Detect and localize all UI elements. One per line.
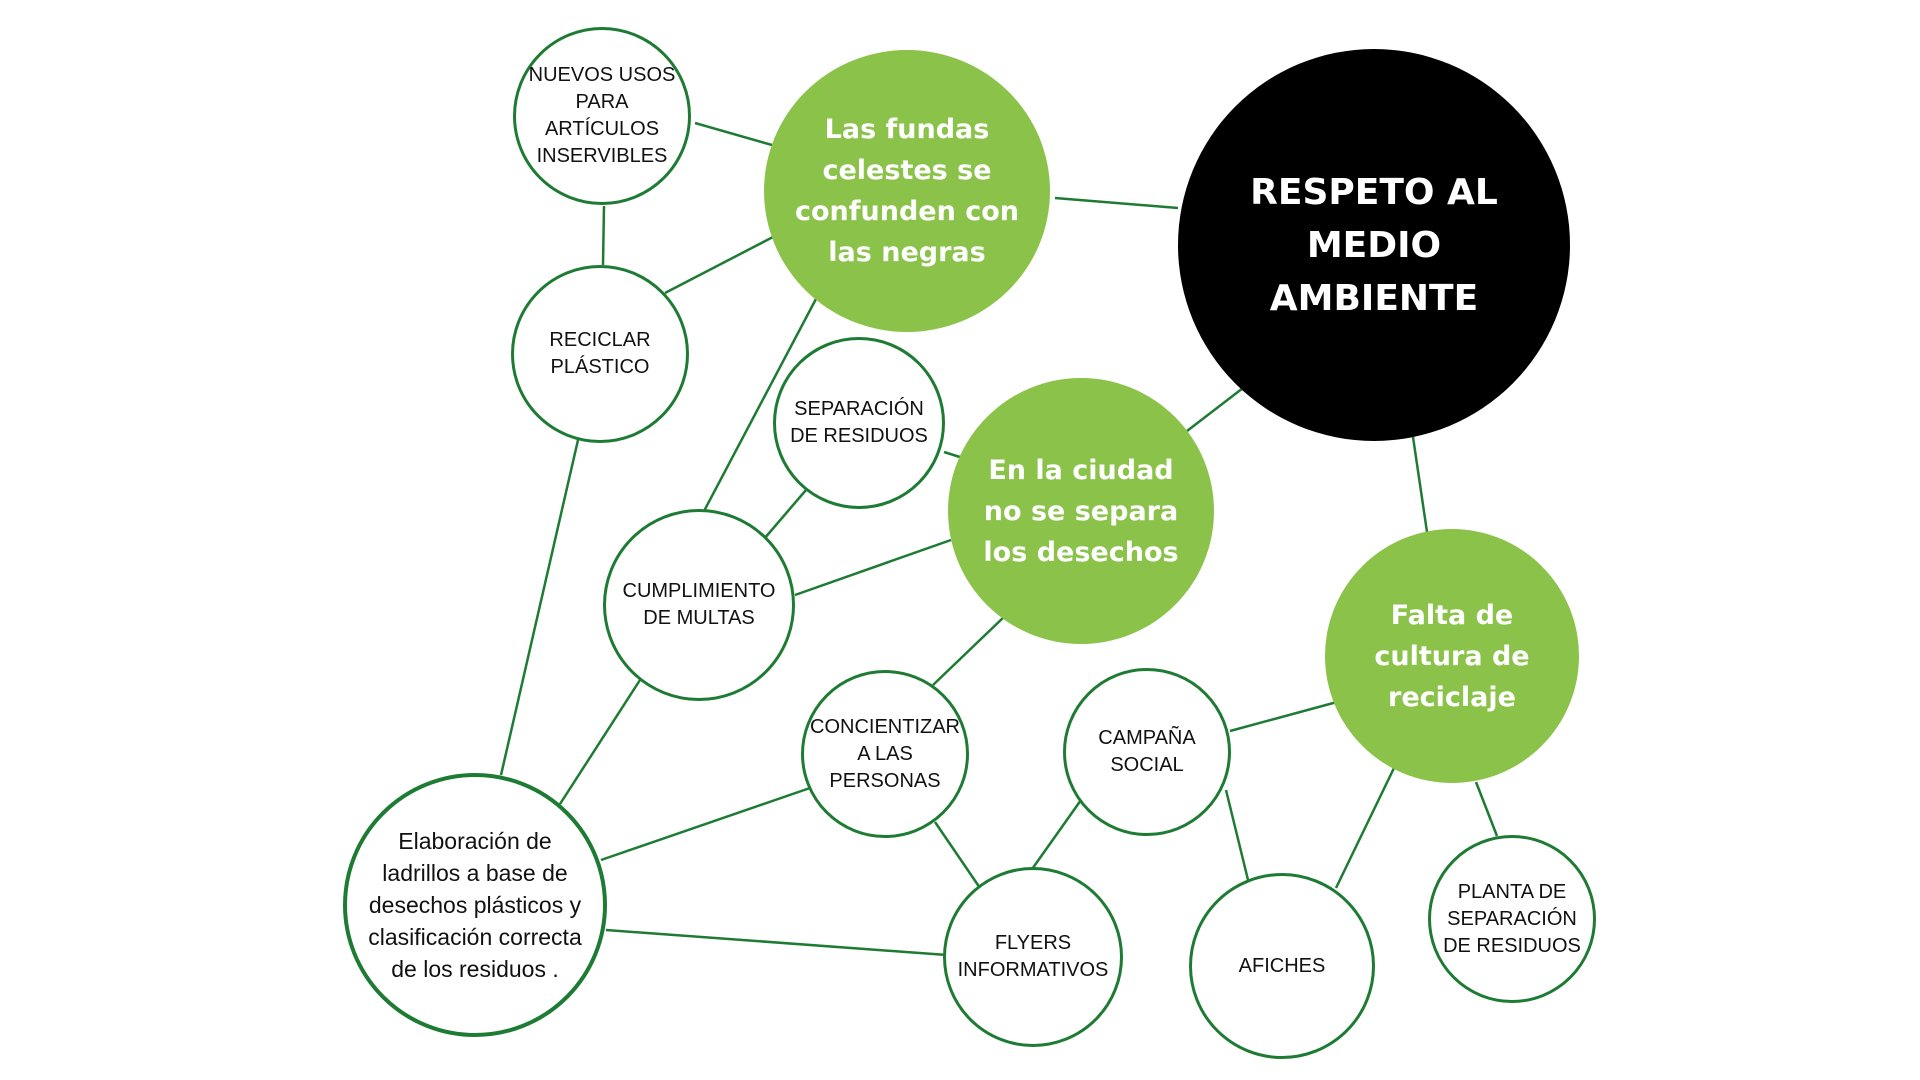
link-campana-cultura — [1229, 700, 1338, 733]
cause-node-cultura: Falta de cultura de reciclaje — [1325, 529, 1579, 783]
link-main-ciudad — [1186, 387, 1244, 432]
cause-label-fundas: Las fundas celestes se confunden con las… — [794, 114, 1019, 268]
label-campana-social: CAMPAÑA SOCIAL — [1098, 727, 1196, 776]
label-concientizar: CONCIENTIZAR A LAS PERSONAS — [810, 715, 960, 792]
node-afiches: AFICHES — [1189, 873, 1375, 1059]
label-separacion-residuos: SEPARACIÓN DE RESIDUOS — [790, 398, 928, 447]
cause-node-ciudad: En la ciudad no se separa los desechos — [948, 378, 1214, 644]
node-nuevos-usos: NUEVOS USOS PARA ARTÍCULOS INSERVIBLES — [513, 27, 691, 205]
node-separacion-residuos: SEPARACIÓN DE RESIDUOS — [773, 337, 945, 509]
link-ciudad-concientizar — [932, 614, 1007, 686]
link-concientizar-flyers — [933, 821, 982, 889]
main-topic-node: RESPETO AL MEDIO AMBIENTE — [1178, 49, 1570, 441]
link-separacion-multas — [763, 489, 807, 540]
link-ladrillos-flyers — [605, 928, 948, 957]
label-ladrillos: Elaboración de ladrillos a base de desec… — [368, 828, 582, 982]
label-flyers: FLYERS INFORMATIVOS — [957, 932, 1109, 981]
node-reciclar-plastico: RECICLAR PLÁSTICO — [511, 265, 689, 443]
label-reciclar-plastico: RECICLAR PLÁSTICO — [549, 329, 651, 378]
link-cultura-planta — [1474, 781, 1499, 837]
link-cultura-afiches — [1334, 767, 1396, 889]
link-multas-ciudad — [794, 538, 952, 597]
cause-label-ciudad: En la ciudad no se separa los desechos — [983, 454, 1179, 568]
node-campana-social: CAMPAÑA SOCIAL — [1063, 668, 1231, 836]
link-multas-ladrillos — [558, 679, 642, 805]
node-ladrillos: Elaboración de ladrillos a base de desec… — [343, 773, 607, 1037]
cause-label-cultura: Falta de cultura de reciclaje — [1374, 599, 1530, 713]
label-planta-separacion: PLANTA DE SEPARACIÓN DE RESIDUOS — [1443, 880, 1581, 957]
link-reciclar-ladrillos — [499, 439, 580, 776]
link-nuevos-fundas — [694, 121, 773, 147]
cause-node-fundas: Las fundas celestes se confunden con las… — [764, 50, 1050, 332]
node-flyers: FLYERS INFORMATIVOS — [943, 867, 1123, 1047]
main-topic-label: RESPETO AL MEDIO AMBIENTE — [1250, 171, 1498, 319]
label-nuevos-usos: NUEVOS USOS PARA ARTÍCULOS INSERVIBLES — [528, 64, 676, 167]
link-concientizar-ladrillos — [600, 786, 811, 862]
node-cumplimiento-multas: CUMPLIMIENTO DE MULTAS — [603, 509, 795, 701]
label-afiches: AFICHES — [1238, 954, 1326, 977]
link-campana-afiches — [1224, 789, 1251, 885]
link-campana-flyers — [1028, 799, 1083, 873]
link-fundas-main — [1054, 196, 1179, 210]
link-fundas-multas — [701, 296, 819, 514]
node-concientizar: CONCIENTIZAR A LAS PERSONAS — [801, 670, 969, 838]
label-cumplimiento-multas: CUMPLIMIENTO DE MULTAS — [622, 580, 776, 629]
link-main-cultura — [1411, 436, 1429, 533]
link-nuevos-reciclar — [601, 205, 606, 266]
node-planta-separacion: PLANTA DE SEPARACIÓN DE RESIDUOS — [1428, 835, 1596, 1003]
link-reciclar-fundas — [664, 235, 774, 295]
